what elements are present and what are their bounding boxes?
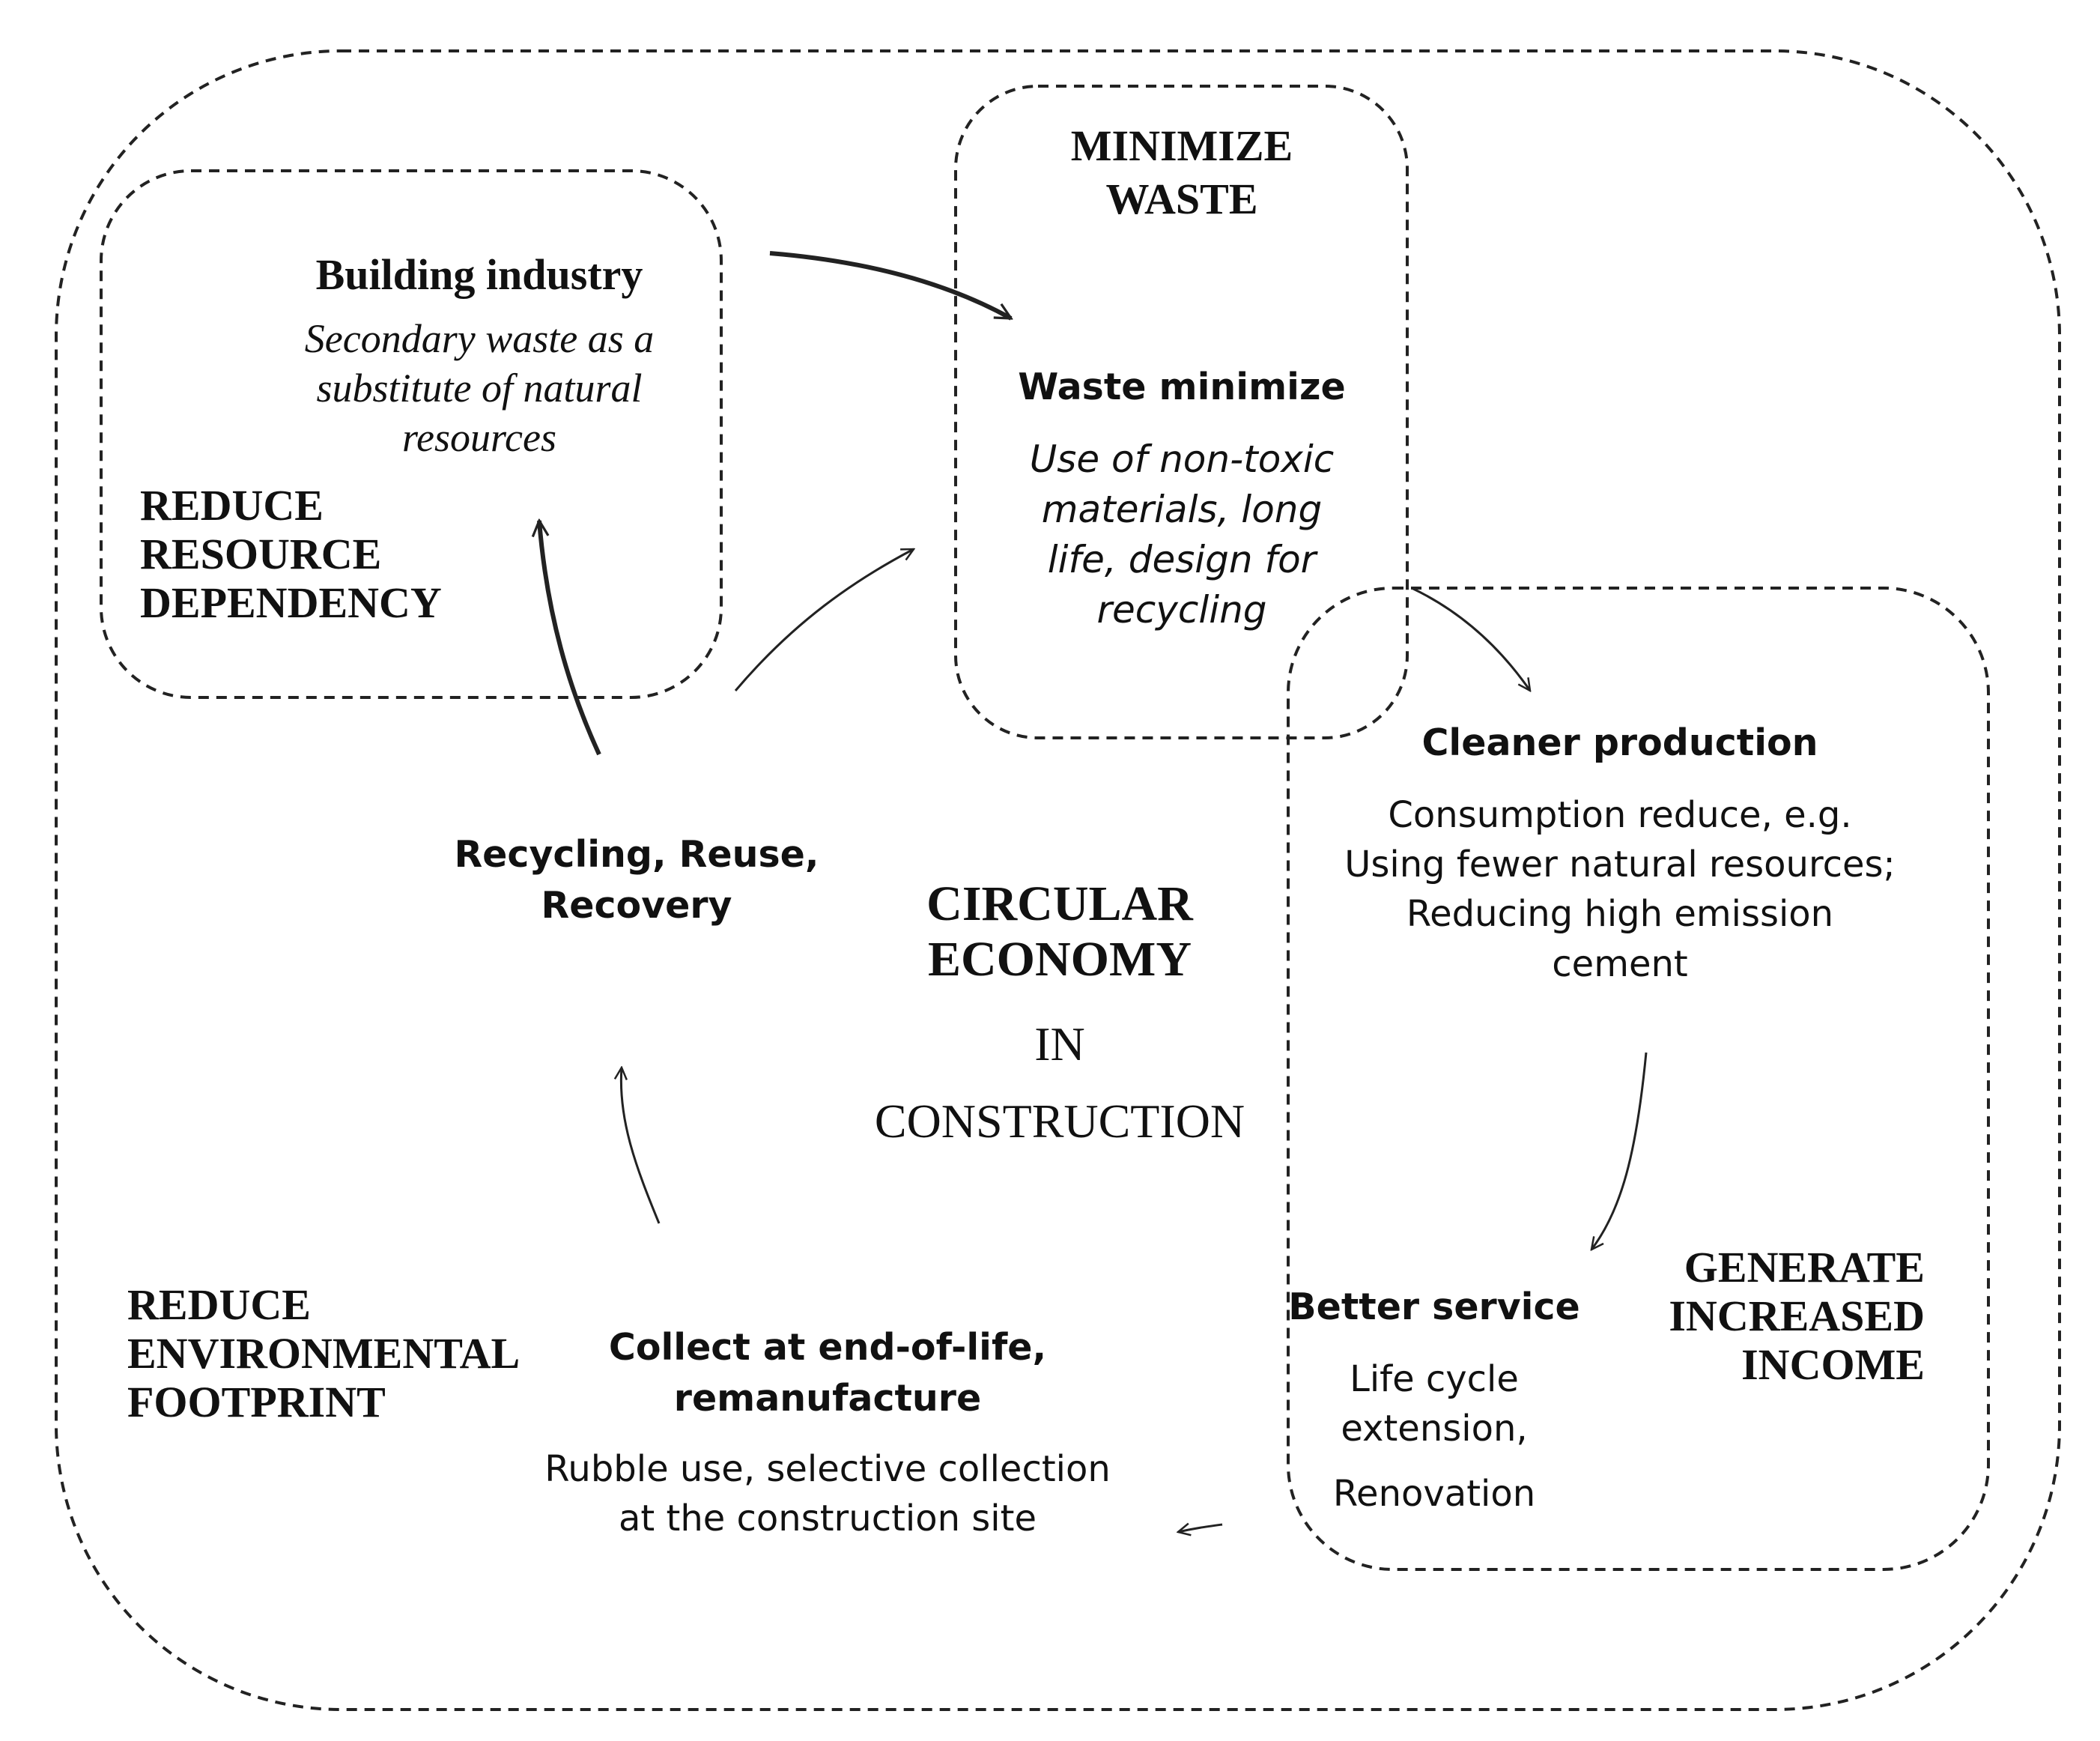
reduce-environmental-footprint-label-line: REDUCE: [127, 1280, 311, 1329]
recycling-heading-line: Recovery: [541, 883, 732, 927]
minimize-waste-label: MINIMIZE WASTE: [1071, 120, 1293, 226]
generate-increased-income-label: GENERATE INCREASED INCOME: [1558, 1243, 1925, 1390]
cleaner-production-heading: Cleaner production: [1421, 721, 1818, 764]
arrow-service-to-collect: [1178, 1524, 1223, 1532]
waste-minimize-text-line: materials, long: [1041, 488, 1323, 531]
building-industry-heading: Building industry: [315, 250, 643, 299]
waste-minimize-text: Use of non-toxic materials, long life, d…: [1030, 435, 1335, 635]
building-industry-text-line: substitute of natural: [316, 365, 643, 411]
better-service-text-line: Life cycle: [1350, 1358, 1519, 1400]
collect-heading-line: Collect at end-of-life,: [608, 1326, 1047, 1369]
arrow-cleaner-to-service: [1591, 1052, 1648, 1250]
collect-heading-line: remanufacture: [673, 1376, 982, 1420]
cleaner-production-text-line: cement: [1552, 942, 1688, 985]
better-service-heading: Better service: [1288, 1286, 1580, 1328]
building-industry-text: Secondary waste as a substitute of natur…: [305, 315, 654, 463]
generate-increased-income-label-line: GENERATE: [1684, 1243, 1925, 1292]
better-service-text: Life cycle extension,: [1341, 1354, 1527, 1453]
reduce-environmental-footprint-label: REDUCE ENVIRONMENTAL FOOTPRINT: [127, 1280, 521, 1427]
arrow-waste-to-cleaner: [1411, 587, 1530, 691]
building-industry-text-line: Secondary waste as a: [304, 316, 655, 361]
cleaner-production-text: Consumption reduce, e.g. Using fewer nat…: [1344, 790, 1895, 989]
arrow-recycle-to-industry: [539, 521, 601, 756]
reduce-resource-dependency-label-line: DEPENDENCY: [140, 578, 442, 627]
waste-minimize-text-line: Use of non-toxic: [1029, 437, 1335, 481]
cleaner-production-text-line: Using fewer natural resources;: [1344, 844, 1896, 886]
cleaner-production-text-line: Reducing high emission: [1406, 893, 1834, 936]
arrow-recycle-to-waste: [734, 548, 914, 691]
better-service-text-line: extension,: [1341, 1408, 1528, 1450]
center-subtitle-construction: CONSTRUCTION: [874, 1094, 1245, 1148]
reduce-resource-dependency-label: REDUCE RESOURCE DEPENDENCY: [140, 481, 442, 628]
center-title: CIRCULAR ECONOMY: [926, 876, 1193, 987]
generate-increased-income-box: [1287, 587, 1990, 1571]
recycling-reuse-recovery-heading: Recycling, Reuse, Recovery: [454, 829, 819, 930]
minimize-waste-label-line: MINIMIZE: [1070, 121, 1293, 170]
reduce-resource-dependency-label-line: RESOURCE: [140, 529, 382, 578]
generate-increased-income-label-line: INCOME: [1741, 1339, 1925, 1389]
collect-text-line: Rubble use, selective collection: [544, 1448, 1111, 1490]
arrow-collect-to-recycle: [621, 1068, 661, 1224]
reduce-environmental-footprint-label-line: ENVIRONMENTAL: [127, 1328, 521, 1378]
collect-end-of-life-heading: Collect at end-of-life, remanufacture: [609, 1322, 1046, 1423]
collect-end-of-life-text: Rubble use, selective collection at the …: [544, 1444, 1111, 1543]
minimize-waste-box: [954, 85, 1409, 739]
better-service-renovation: Renovation: [1332, 1473, 1536, 1515]
reduce-resource-dependency-box: [100, 169, 723, 699]
waste-minimize-heading: Waste minimize: [1018, 366, 1346, 408]
minimize-waste-label-line: WASTE: [1105, 174, 1258, 223]
generate-increased-income-label-line: INCREASED: [1669, 1291, 1925, 1340]
cleaner-production-text-line: Consumption reduce, e.g.: [1388, 794, 1852, 836]
waste-minimize-text-line: life, design for: [1047, 538, 1317, 581]
building-industry-text-line: resources: [402, 414, 556, 460]
collect-text-line: at the construction site: [619, 1498, 1037, 1540]
waste-minimize-text-line: recycling: [1096, 588, 1267, 632]
center-subtitle-in: IN: [1034, 1017, 1085, 1071]
center-title-line: CIRCULAR: [926, 876, 1193, 931]
recycling-heading-line: Recycling, Reuse,: [454, 833, 819, 876]
reduce-environmental-footprint-label-line: FOOTPRINT: [127, 1377, 386, 1426]
center-title-line: ECONOMY: [928, 931, 1192, 987]
arrow-industry-to-waste: [769, 251, 1011, 321]
outer-boundary: [55, 49, 2061, 1711]
reduce-resource-dependency-label-line: REDUCE: [140, 481, 324, 530]
